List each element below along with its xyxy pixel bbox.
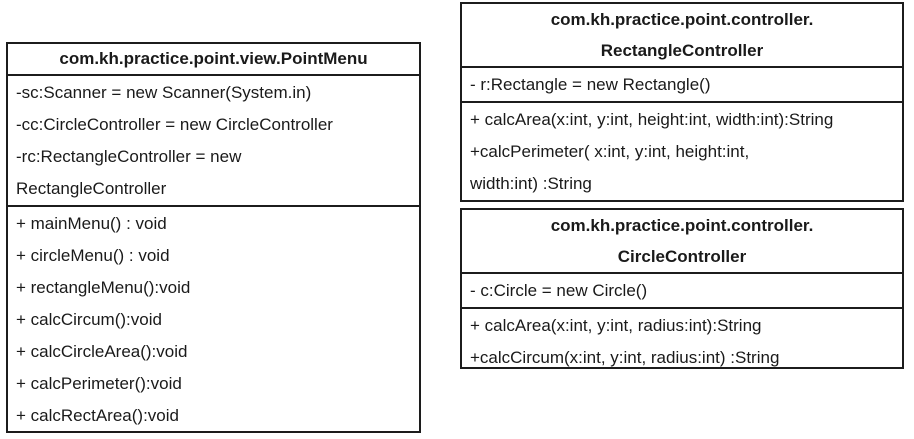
attributes-section-rectanglecontroller: - r:Rectangle = new Rectangle() [462, 68, 902, 103]
method-line: +calcPerimeter( x:int, y:int, height:int… [470, 142, 750, 161]
method-line: + rectangleMenu():void [16, 278, 191, 297]
class-box-pointmenu: com.kh.practice.point.view.PointMenu -sc… [6, 42, 421, 433]
class-title-line: RectangleController [600, 41, 764, 60]
class-title-line: com.kh.practice.point.controller. [550, 10, 814, 29]
method-line: + calcCircum():void [16, 310, 162, 329]
class-title-rectanglecontroller: com.kh.practice.point.controller. Rectan… [462, 4, 902, 68]
method-line: +calcCircum(x:int, y:int, radius:int) :S… [470, 348, 780, 367]
method-line: width:int) :String [470, 174, 592, 193]
class-title-line: com.kh.practice.point.view.PointMenu [59, 49, 368, 68]
class-box-rectanglecontroller: com.kh.practice.point.controller. Rectan… [460, 2, 904, 202]
attribute-line: - c:Circle = new Circle() [470, 281, 648, 300]
operations-section-pointmenu: + mainMenu() : void + circleMenu() : voi… [8, 207, 419, 432]
attributes-section-pointmenu: -sc:Scanner = new Scanner(System.in) -cc… [8, 76, 419, 207]
operations-section-circlecontroller: + calcArea(x:int, y:int, radius:int):Str… [462, 309, 902, 374]
method-line: + circleMenu() : void [16, 246, 170, 265]
method-line: + mainMenu() : void [16, 214, 167, 233]
method-line: + calcCircleArea():void [16, 342, 188, 361]
method-line: + calcArea(x:int, y:int, height:int, wid… [470, 110, 834, 129]
attribute-line: -cc:CircleController = new CircleControl… [16, 115, 333, 134]
class-title-circlecontroller: com.kh.practice.point.controller. Circle… [462, 210, 902, 274]
attributes-section-circlecontroller: - c:Circle = new Circle() [462, 274, 902, 309]
class-title-line: CircleController [617, 247, 747, 266]
attribute-line: - r:Rectangle = new Rectangle() [470, 75, 711, 94]
method-line: + calcRectArea():void [16, 406, 179, 425]
attribute-line: -sc:Scanner = new Scanner(System.in) [16, 83, 312, 102]
operations-section-rectanglecontroller: + calcArea(x:int, y:int, height:int, wid… [462, 103, 902, 200]
attribute-line: RectangleController [16, 179, 167, 198]
method-line: + calcArea(x:int, y:int, radius:int):Str… [470, 316, 762, 335]
attribute-line: -rc:RectangleController = new [16, 147, 242, 166]
class-box-circlecontroller: com.kh.practice.point.controller. Circle… [460, 208, 904, 369]
class-title-line: com.kh.practice.point.controller. [550, 216, 814, 235]
method-line: + calcPerimeter():void [16, 374, 182, 393]
class-title-pointmenu: com.kh.practice.point.view.PointMenu [8, 44, 419, 76]
